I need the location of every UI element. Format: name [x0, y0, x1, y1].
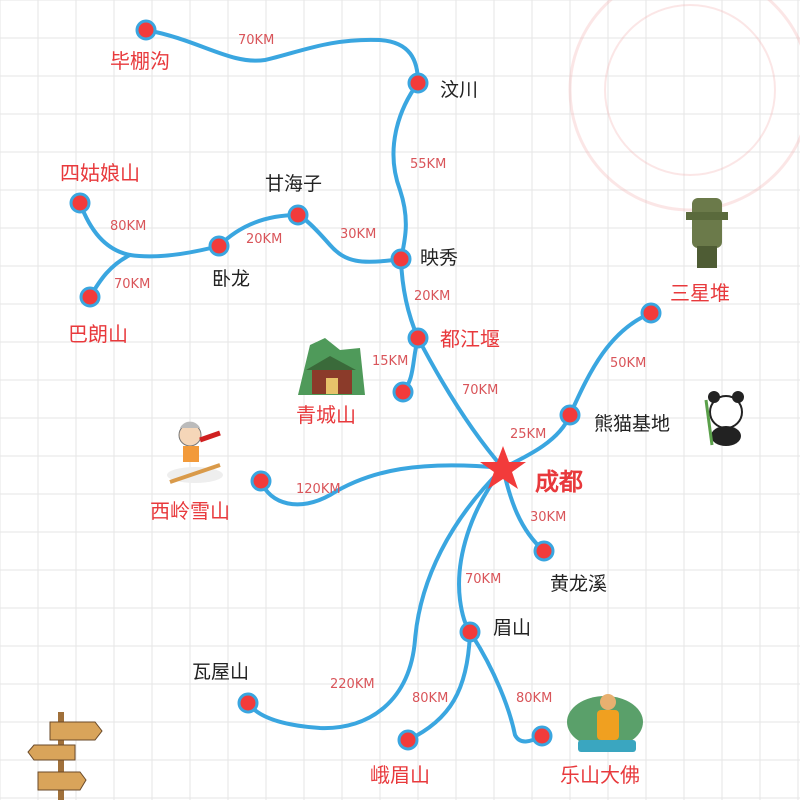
node-leshan[interactable] [531, 725, 553, 747]
skier-illustration [167, 421, 223, 484]
distance-label: 70KM [114, 277, 150, 292]
place-label-wawushan: 瓦屋山 [192, 661, 249, 683]
route-meishan-leshan [468, 630, 544, 744]
distance-label: 220KM [330, 677, 375, 692]
route-wenchuan-yingxiu [391, 81, 420, 261]
node-yingxiu[interactable] [390, 248, 412, 270]
leshan-buddha-illustration [567, 694, 643, 752]
distance-label: 80KM [412, 691, 448, 706]
place-label-bipenggou: 毕棚沟 [110, 49, 170, 73]
distance-labels: 70KM 55KM 30KM 20KM 80KM 70KM 20KM 15KM … [110, 33, 646, 706]
watermark [568, 0, 800, 212]
qingcheng-temple-illustration [298, 338, 365, 395]
distance-label: 70KM [465, 572, 501, 587]
distance-label: 25KM [510, 427, 546, 442]
nodes [69, 19, 662, 751]
distance-label: 80KM [516, 691, 552, 706]
node-siguniangshan[interactable] [69, 192, 91, 214]
node-dujiangyan[interactable] [407, 327, 429, 349]
distance-label: 30KM [340, 227, 376, 242]
route-wolong-siguniangshan [78, 201, 221, 259]
place-label-siguniangshan: 四姑娘山 [60, 161, 140, 185]
distance-label: 15KM [372, 354, 408, 369]
place-label-xilingxueshan: 西岭雪山 [150, 499, 230, 523]
route-xiongmao-sanxingdui [568, 311, 653, 417]
node-qingchengshan[interactable] [392, 381, 414, 403]
place-label-yingxiu: 映秀 [420, 247, 458, 269]
place-label-leshan: 乐山大佛 [560, 763, 640, 787]
distance-label: 120KM [296, 482, 341, 497]
place-label-wolong: 卧龙 [212, 268, 250, 290]
distance-label: 20KM [246, 232, 282, 247]
route-bipenggou-wenchuan [144, 28, 420, 85]
distance-label: 70KM [238, 33, 274, 48]
node-xiongmao[interactable] [559, 404, 581, 426]
place-label-xiongmao: 熊猫基地 [594, 413, 670, 435]
place-label-huanglongxi: 黄龙溪 [550, 573, 607, 595]
route-chengdu-wawushan [246, 466, 505, 731]
node-wolong[interactable] [208, 235, 230, 257]
place-labels: 毕棚沟 汶川 映秀 甘海子 卧龙 四姑娘山 巴朗山 都江堰 青城山 成都 熊猫基… [60, 49, 730, 787]
node-xilingxueshan[interactable] [250, 470, 272, 492]
node-emeishan[interactable] [397, 729, 419, 751]
place-label-sanxingdui: 三星堆 [670, 281, 730, 305]
route-chengdu-meishan [457, 466, 505, 634]
place-label-wenchuan: 汶川 [440, 79, 478, 101]
place-label-chengdu: 成都 [535, 468, 583, 496]
node-wenchuan[interactable] [407, 72, 429, 94]
node-bipenggou[interactable] [135, 19, 157, 41]
distance-label: 70KM [462, 383, 498, 398]
place-label-balangshan: 巴朗山 [68, 322, 128, 346]
place-label-emeishan: 峨眉山 [370, 763, 430, 787]
star-icon[interactable] [480, 446, 526, 489]
route-meishan-emeishan [406, 630, 472, 742]
distance-label: 55KM [410, 157, 446, 172]
node-meishan[interactable] [459, 621, 481, 643]
node-ganhaizi[interactable] [287, 204, 309, 226]
place-label-dujiangyan: 都江堰 [440, 327, 500, 351]
node-balangshan[interactable] [79, 286, 101, 308]
route-dujiangyan-chengdu [416, 336, 505, 470]
node-wawushan[interactable] [237, 692, 259, 714]
distance-label: 30KM [530, 510, 566, 525]
route-chengdu-xiling [259, 463, 505, 507]
node-huanglongxi[interactable] [533, 540, 555, 562]
distance-label: 50KM [610, 356, 646, 371]
node-sanxingdui[interactable] [640, 302, 662, 324]
place-label-qingchengshan: 青城山 [296, 403, 356, 427]
place-label-ganhaizi: 甘海子 [265, 173, 322, 195]
distance-label: 80KM [110, 219, 146, 234]
panda-illustration [704, 391, 744, 446]
routes [78, 28, 653, 744]
signpost-illustration [27, 712, 103, 800]
distance-label: 20KM [414, 289, 450, 304]
sanxingdui-mask-illustration [686, 198, 728, 268]
place-label-meishan: 眉山 [493, 617, 531, 639]
